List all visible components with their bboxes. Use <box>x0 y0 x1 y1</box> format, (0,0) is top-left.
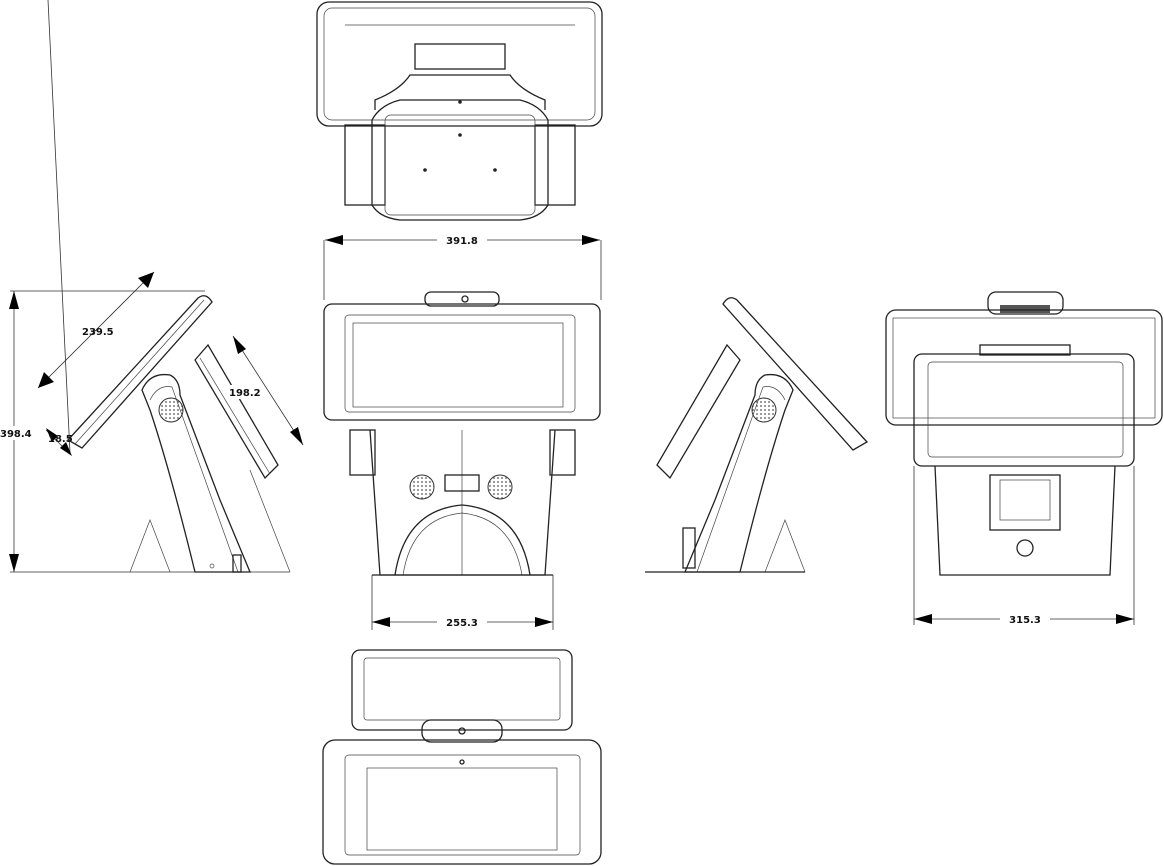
rear-right-view: 315.3 <box>885 291 1163 626</box>
dimension-right-width: 315.3 <box>1009 615 1041 626</box>
dimension-overall-height: 398.4 <box>0 429 32 440</box>
top-view <box>322 649 602 865</box>
dimension-main-display: 239.5 <box>82 327 114 338</box>
dimension-display-thickness: 18.5 <box>48 434 73 445</box>
dimension-front-width: 391.8 <box>446 236 478 247</box>
right-side-view <box>645 297 869 573</box>
dimension-customer-display: 198.2 <box>229 388 261 399</box>
dimension-base-width: 255.3 <box>446 618 478 629</box>
front-view: 391.8 255.3 <box>323 233 602 630</box>
left-side-view: 398.4 239.5 18.5 198.2 <box>0 0 304 573</box>
rear-view <box>316 1 603 221</box>
